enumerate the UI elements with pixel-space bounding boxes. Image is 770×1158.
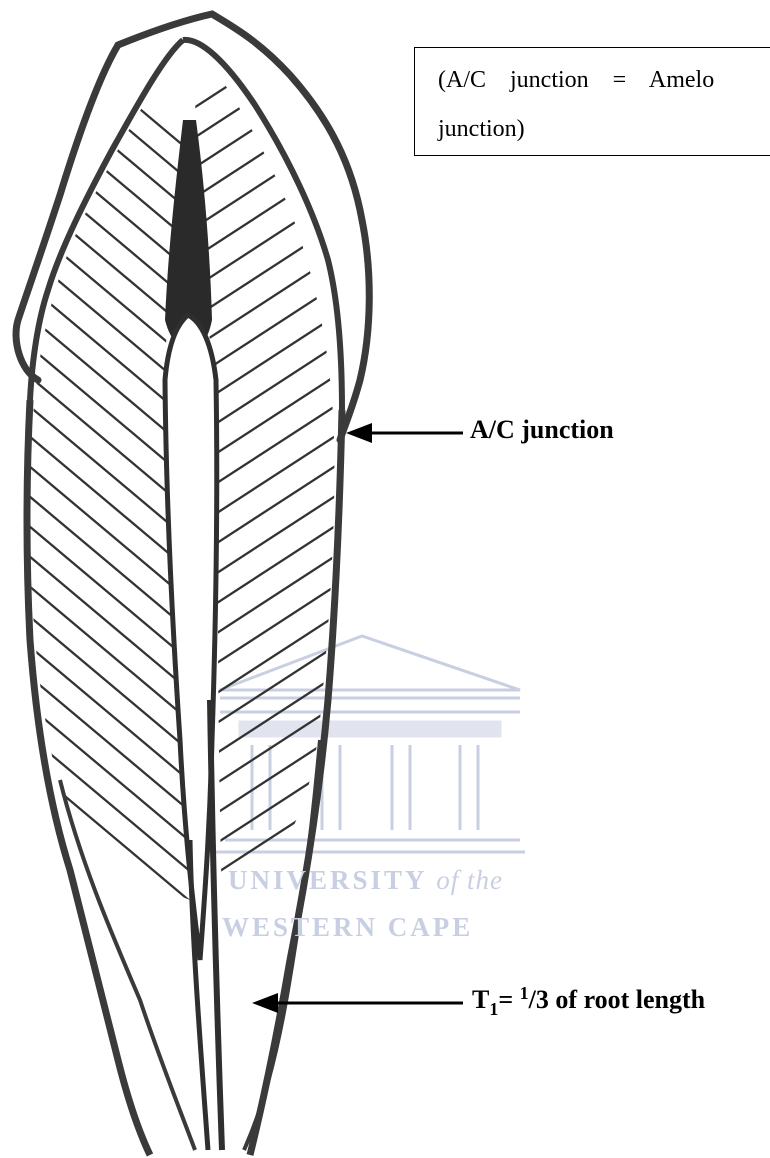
root-left-outline bbox=[27, 400, 150, 1155]
t1-variable: T bbox=[472, 985, 489, 1014]
definition-note-box: (A/C junction = Amelo junction) bbox=[414, 47, 770, 156]
watermark-western-cape: WESTERN CAPE bbox=[222, 912, 473, 943]
arrow-ac-junction bbox=[346, 423, 463, 443]
ac-junction-label: A/C junction bbox=[470, 415, 614, 445]
t1-fraction-numerator: 1 bbox=[520, 983, 529, 1003]
note-line-1: (A/C junction = Amelo bbox=[438, 56, 770, 105]
watermark-building-icon bbox=[215, 636, 525, 852]
t1-equals: = bbox=[498, 985, 519, 1014]
watermark-of-the: of the bbox=[436, 865, 503, 895]
enamel-left-outline bbox=[16, 45, 118, 380]
t1-description: of root length bbox=[549, 985, 705, 1014]
t1-subscript: 1 bbox=[489, 999, 498, 1019]
t1-fraction-denominator: /3 bbox=[529, 985, 549, 1014]
root-canal bbox=[210, 700, 222, 1150]
watermark-university-name: UNIVERSITY bbox=[228, 865, 427, 895]
watermark-university: UNIVERSITY of the bbox=[228, 865, 503, 896]
t1-label: T1= 1/3 of root length bbox=[472, 985, 705, 1015]
note-line-2: junction) bbox=[438, 105, 770, 154]
